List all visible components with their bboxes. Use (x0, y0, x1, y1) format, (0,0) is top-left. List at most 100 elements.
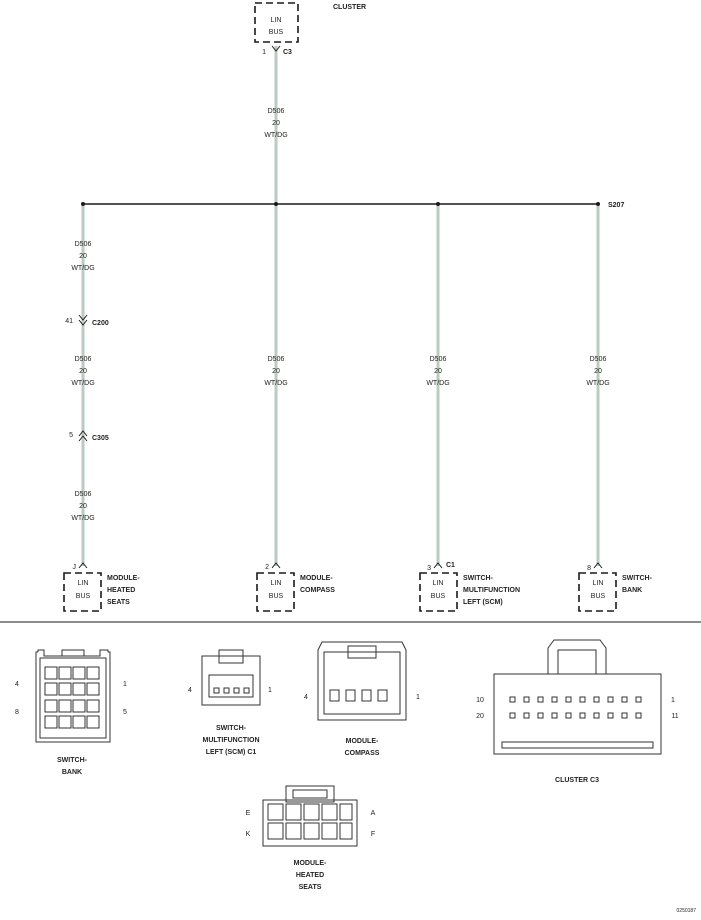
box-line1: LIN (593, 580, 604, 587)
c200-pin: 41 (65, 318, 73, 325)
cavity (377, 689, 388, 702)
wire-circuit: D506 (590, 356, 607, 363)
cluster-box-line1: LIN (271, 17, 282, 24)
cavity-row-top (509, 696, 642, 703)
view-label-line1: MODULE- (346, 738, 379, 745)
wire-gauge: 20 (79, 503, 87, 510)
cavity (44, 715, 58, 729)
scm-branch: D506 20 WT/DG 3 C1 LIN BUS SWITCH- MULTI… (419, 356, 520, 612)
cavity (267, 803, 284, 821)
wire-gauge: 20 (594, 368, 602, 375)
cluster-connector: C3 (283, 49, 292, 56)
wire-gauge: 20 (434, 368, 442, 375)
view-label-line1: MODULE- (294, 860, 327, 867)
heated-seats-lin-bus-box (63, 572, 102, 612)
pin-label: F (371, 831, 375, 838)
pin-label: 10 (476, 697, 484, 704)
cavity (86, 699, 100, 713)
wires (81, 46, 600, 566)
connector-symbol (593, 562, 603, 569)
heated-seats-connector-view: E A K F MODULE- HEATED SEATS (246, 785, 376, 891)
connector-body (201, 655, 261, 706)
view-label-line2: MULTIFUNCTION (202, 737, 259, 744)
wire-gauge: 20 (272, 368, 280, 375)
cavity (213, 687, 220, 694)
cavity (267, 822, 284, 840)
wire-gauge: 20 (79, 253, 87, 260)
cavity (72, 699, 86, 713)
box-line2: BUS (269, 593, 284, 600)
bank-branch: D506 20 WT/DG 8 LIN BUS SWITCH- BANK (578, 356, 653, 612)
cavity (44, 682, 58, 696)
module-label-line2: COMPASS (300, 587, 335, 594)
latch (285, 785, 335, 803)
wire-color: WT/DG (71, 265, 94, 272)
pin-label: E (246, 810, 251, 817)
cavity (339, 822, 353, 840)
latch (61, 649, 85, 657)
cavity (303, 822, 320, 840)
view-label-line2: COMPASS (345, 750, 380, 757)
cavity (285, 822, 302, 840)
splice-dot (274, 202, 278, 206)
wire-color: WT/DG (586, 380, 609, 387)
connector-symbol (271, 562, 281, 569)
wire-circuit: D506 (75, 241, 92, 248)
c200-name: C200 (92, 320, 109, 327)
c305-pin: 5 (69, 432, 73, 439)
c200-connector-symbol (78, 314, 88, 326)
cavity (58, 682, 72, 696)
view-label-line2: HEATED (296, 872, 324, 879)
wire-color: WT/DG (264, 380, 287, 387)
box-line2: BUS (591, 593, 606, 600)
cavity (44, 666, 58, 680)
wire-circuit: D506 (268, 356, 285, 363)
module-label-line2: HEATED (107, 587, 135, 594)
compass-branch: D506 20 WT/DG 2 LIN BUS MODULE- COMPASS (256, 356, 335, 612)
figure-id: 0250187 (677, 908, 697, 914)
splice-dot (81, 202, 85, 206)
wire-circuit: D506 (268, 108, 285, 115)
splice-label: S207 (608, 202, 624, 209)
latch (347, 645, 377, 659)
bottom-rail (501, 741, 654, 749)
scm-connector: C1 (446, 562, 455, 569)
connector-symbol (271, 45, 281, 52)
pin-label: 8 (15, 709, 19, 716)
pin-label: 1 (671, 697, 675, 704)
cavity (329, 689, 340, 702)
view-label-line3: LEFT (SCM) C1 (206, 749, 257, 756)
cavity (345, 689, 356, 702)
pin-label: 1 (123, 681, 127, 688)
cavity-row-bottom (509, 712, 642, 719)
pin-label: 4 (15, 681, 19, 688)
module-label-line3: LEFT (SCM) (463, 599, 503, 606)
main-wire-label: D506 20 WT/DG (264, 108, 287, 139)
cavity (243, 687, 250, 694)
connector-symbol (78, 562, 88, 569)
cavity (321, 803, 338, 821)
cavity (86, 715, 100, 729)
connector-body (39, 657, 107, 739)
pin-label: 1 (416, 694, 420, 701)
inner-face (323, 651, 401, 715)
pin-label: 11 (671, 713, 678, 720)
latch (547, 639, 607, 674)
module-pin: 3 (427, 565, 431, 572)
cavity (58, 715, 72, 729)
cavity (339, 803, 353, 821)
wire-color: WT/DG (426, 380, 449, 387)
compass-lin-bus-box (256, 572, 295, 612)
inner-face (208, 674, 254, 698)
module-pin: 2 (265, 564, 269, 571)
wire-circuit: D506 (75, 356, 92, 363)
wire-circuit: D506 (430, 356, 447, 363)
cluster-module: LIN BUS CLUSTER 1 C3 (254, 2, 366, 56)
wire-color: WT/DG (71, 380, 94, 387)
pin-label: 1 (268, 687, 272, 694)
splice-dot (436, 202, 440, 206)
cavity (223, 687, 230, 694)
view-label-line1: SWITCH- (216, 725, 247, 732)
cavity (321, 822, 338, 840)
